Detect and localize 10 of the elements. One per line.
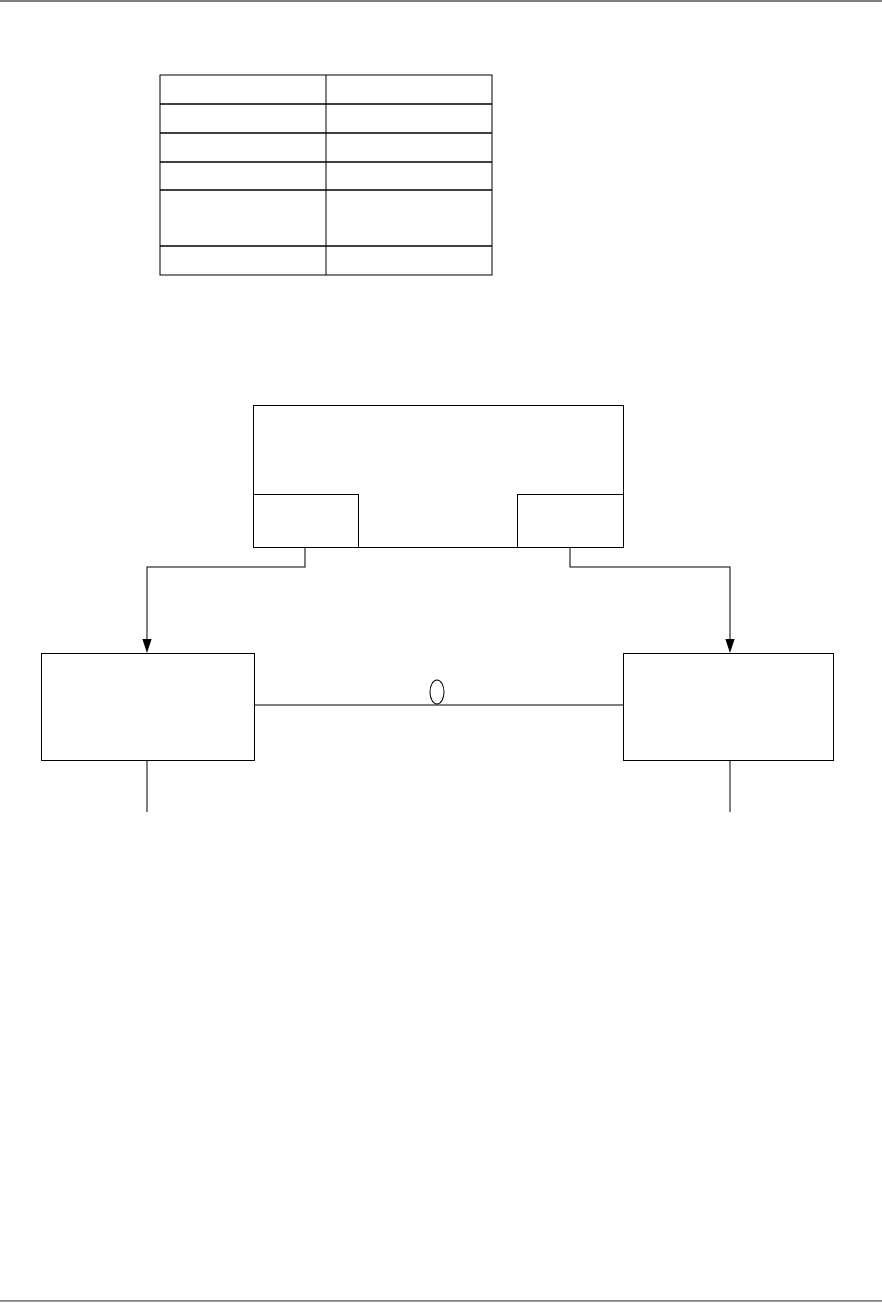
box: [253, 405, 624, 548]
box: [253, 494, 359, 548]
connector: [146, 760, 148, 813]
connector: [254, 704, 624, 706]
connector: [142, 547, 306, 652]
box: [41, 653, 255, 761]
box: [623, 653, 834, 761]
connector: [729, 760, 731, 813]
box: [517, 494, 624, 548]
connector: [569, 547, 735, 652]
